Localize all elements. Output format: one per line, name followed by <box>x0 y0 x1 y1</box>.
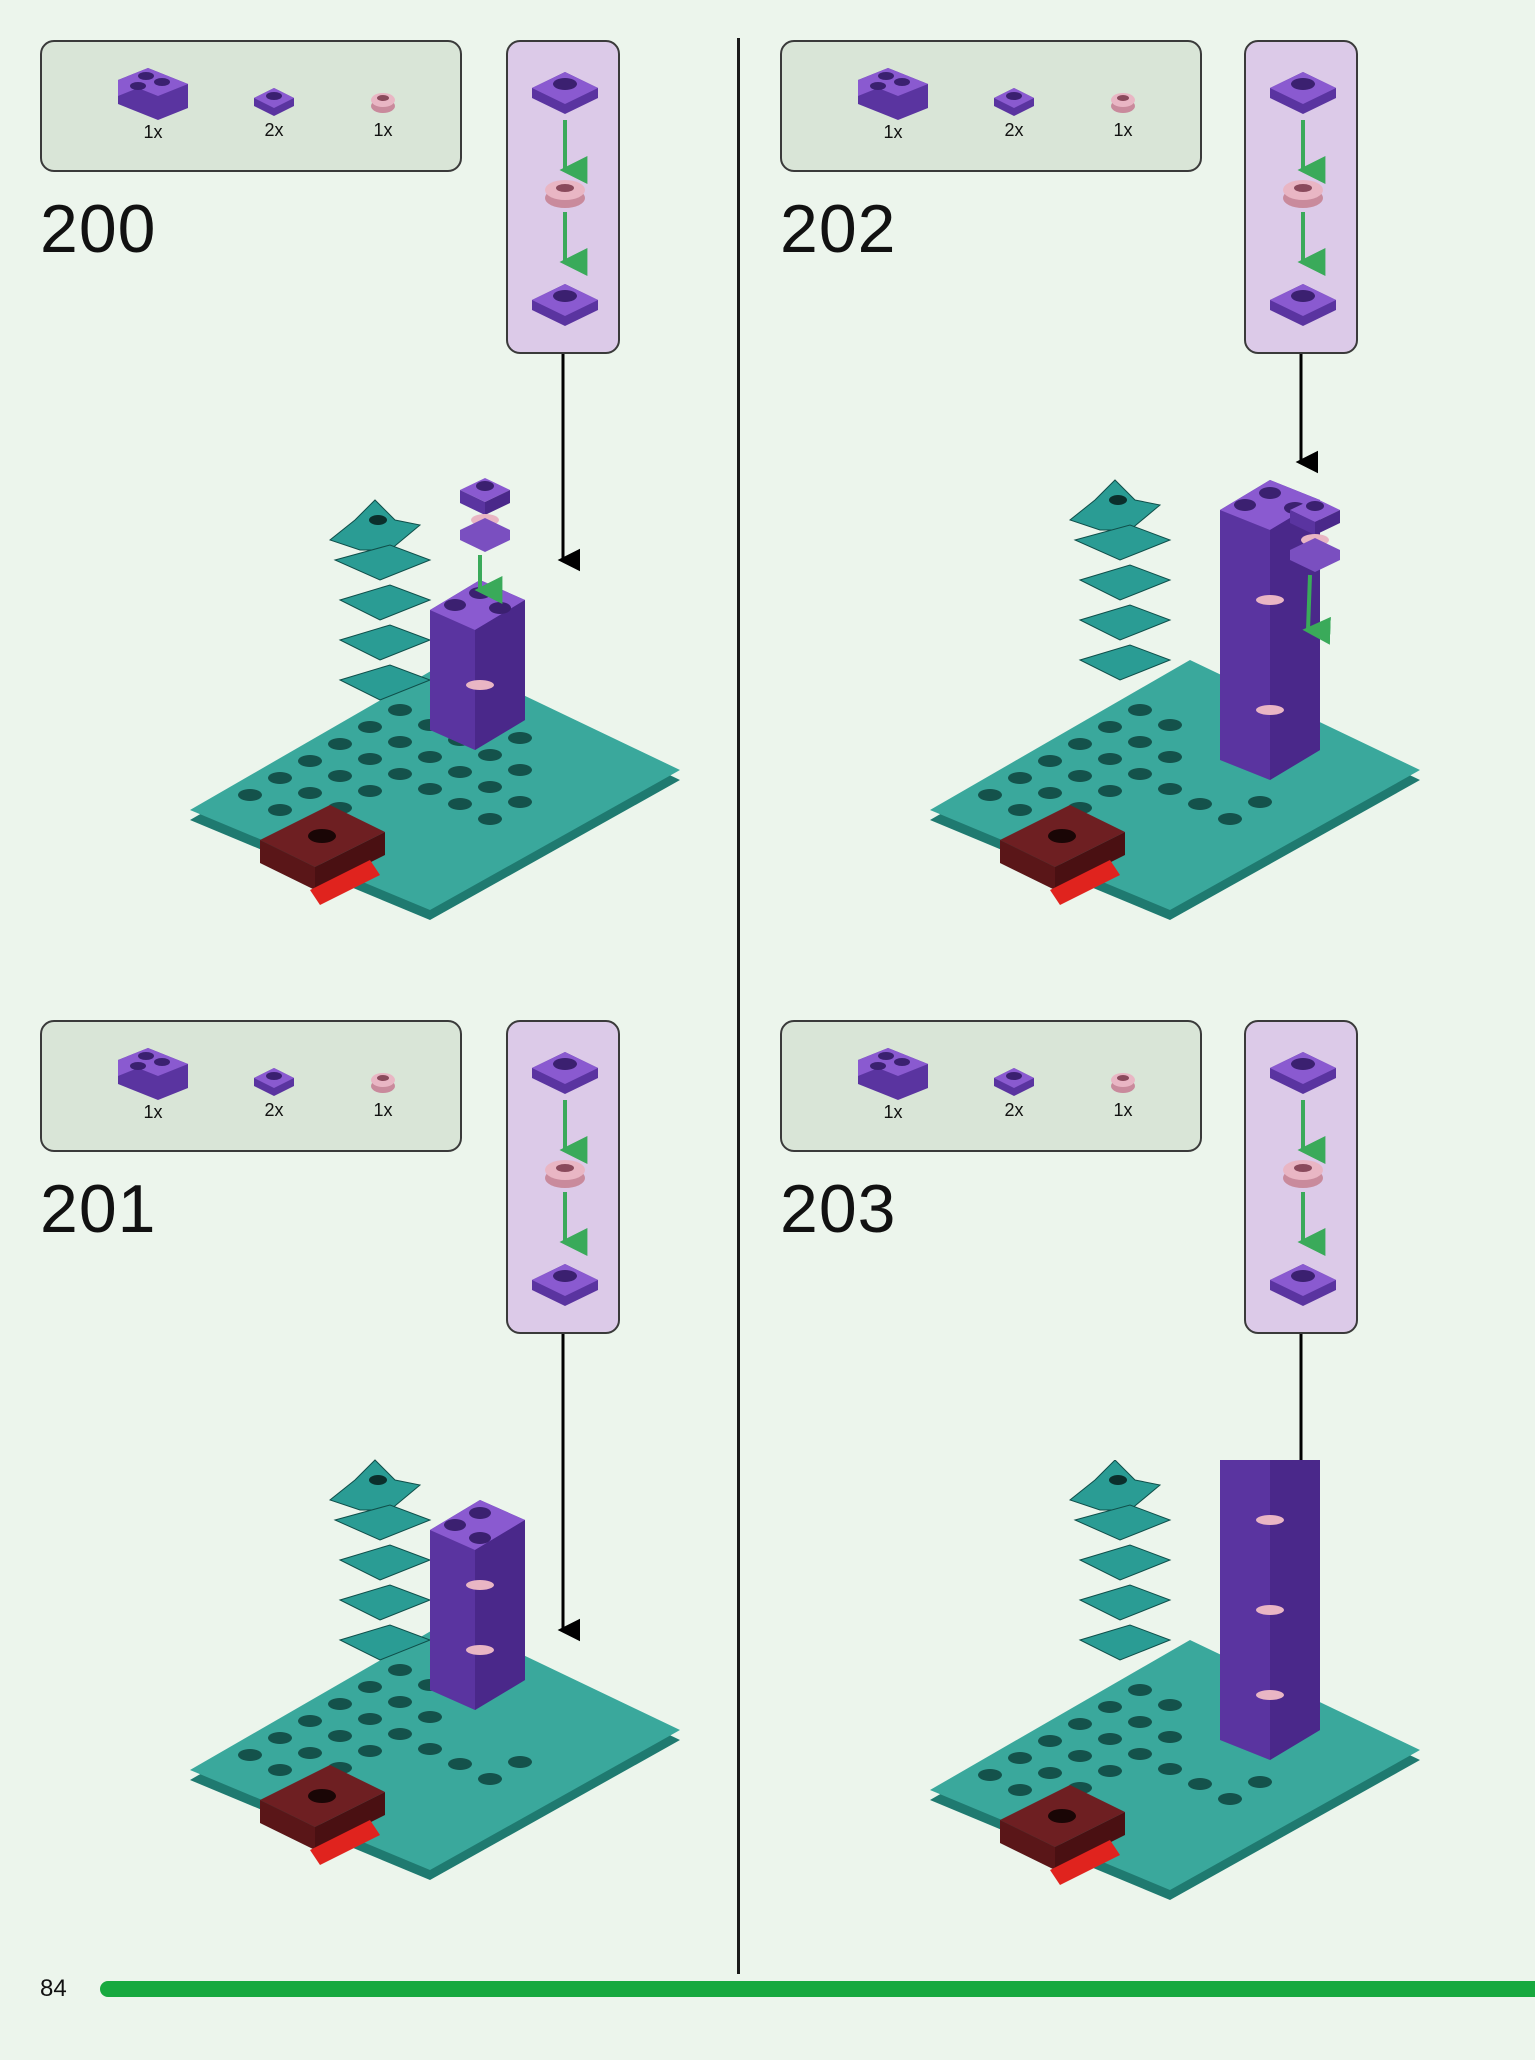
pink-round-plate-icon <box>371 93 395 113</box>
assembly-arrow <box>1295 354 1318 476</box>
build-model-illustration <box>190 478 680 920</box>
purple-corner-brick-icon <box>118 68 188 120</box>
step-200: 1x 2x 1x 200 <box>40 40 780 1020</box>
step-203: 1x 2x 1x 203 <box>780 1020 1520 2000</box>
qty-label: 1x <box>883 122 903 142</box>
step-202: 1x 2x 1x 202 <box>780 40 1520 1020</box>
step-number: 200 <box>40 191 157 267</box>
build-model-illustration <box>930 479 1420 920</box>
part-item: 1x <box>848 1040 938 1123</box>
build-model-illustration <box>190 1459 680 1880</box>
purple-plate-1x1-icon <box>254 88 294 116</box>
subassembly-diagram <box>532 72 598 326</box>
subassembly-box <box>506 40 620 354</box>
purple-plate-1x1-icon <box>994 88 1034 116</box>
footer-bar <box>100 1981 1535 1997</box>
column-divider <box>737 38 740 1974</box>
part-item: 1x <box>368 1064 398 1121</box>
step-201: 1x 2x 1x 201 <box>40 1020 780 2000</box>
purple-corner-brick-icon <box>858 1048 928 1100</box>
purple-corner-brick-icon <box>118 1048 188 1100</box>
subassembly-box <box>1244 1020 1358 1334</box>
parts-list: 1x 2x 1x <box>40 1020 462 1152</box>
part-item: 2x <box>252 82 296 141</box>
purple-plate-icon <box>1270 284 1336 326</box>
subassembly-diagram <box>1270 72 1336 326</box>
qty-label: 1x <box>143 1102 163 1122</box>
part-item: 1x <box>848 60 938 143</box>
assembly-arrow <box>557 354 580 574</box>
parts-list: 1x 2x 1x <box>40 40 462 172</box>
purple-plate-1x1-icon <box>254 1068 294 1096</box>
part-item: 2x <box>992 82 1036 141</box>
purple-corner-brick-icon <box>858 68 928 120</box>
subassembly-diagram <box>532 1052 598 1306</box>
step-number: 201 <box>40 1171 157 1247</box>
pink-round-plate-icon <box>1111 93 1135 113</box>
subassembly-box <box>506 1020 620 1334</box>
pink-round-plate-icon <box>371 1073 395 1093</box>
qty-label: 1x <box>373 120 393 140</box>
part-item: 2x <box>992 1062 1036 1121</box>
purple-plate-icon <box>532 72 598 114</box>
part-item: 1x <box>108 1040 198 1123</box>
purple-plate-icon <box>1270 1264 1336 1306</box>
subassembly-diagram <box>1270 1052 1336 1306</box>
part-item: 2x <box>252 1062 296 1121</box>
purple-plate-icon <box>532 1052 598 1094</box>
part-item: 1x <box>368 84 398 141</box>
qty-label: 1x <box>883 1102 903 1122</box>
part-item: 1x <box>108 60 198 143</box>
pink-round-plate-icon <box>545 1160 585 1188</box>
step-number: 202 <box>780 191 897 267</box>
pink-round-plate-icon <box>1283 1160 1323 1188</box>
pink-round-plate-icon <box>1111 1073 1135 1093</box>
purple-plate-icon <box>1270 1052 1336 1094</box>
purple-plate-icon <box>532 1264 598 1306</box>
qty-label: 1x <box>1113 1100 1133 1120</box>
pink-round-plate-icon <box>1283 180 1323 208</box>
purple-plate-1x1-icon <box>994 1068 1034 1096</box>
qty-label: 2x <box>264 1100 284 1120</box>
part-item: 1x <box>1108 84 1138 141</box>
qty-label: 2x <box>264 120 284 140</box>
purple-plate-icon <box>1270 72 1336 114</box>
qty-label: 1x <box>373 1100 393 1120</box>
parts-list: 1x 2x 1x <box>780 40 1202 172</box>
qty-label: 1x <box>143 122 163 142</box>
pink-round-plate-icon <box>545 180 585 208</box>
qty-label: 1x <box>1113 120 1133 140</box>
page-number: 84 <box>40 1975 67 2002</box>
purple-plate-icon <box>532 284 598 326</box>
subassembly-box <box>1244 40 1358 354</box>
qty-label: 2x <box>1004 120 1024 140</box>
part-item: 1x <box>1108 1064 1138 1121</box>
build-model-illustration <box>930 1460 1420 1900</box>
step-number: 203 <box>780 1171 897 1247</box>
parts-list: 1x 2x 1x <box>780 1020 1202 1152</box>
incoming-subassembly <box>1290 498 1340 645</box>
assembly-arrow <box>557 1334 580 1644</box>
qty-label: 2x <box>1004 1100 1024 1120</box>
